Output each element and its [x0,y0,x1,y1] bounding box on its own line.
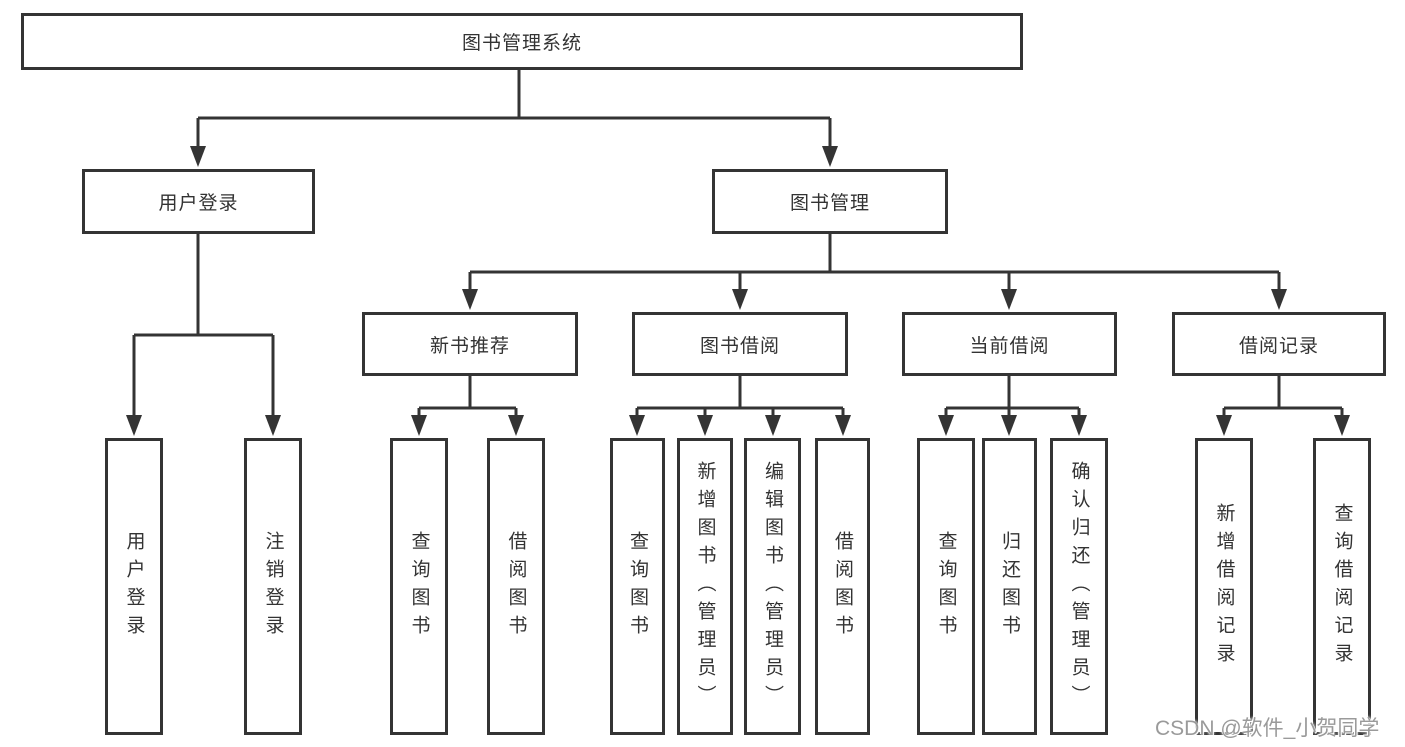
node-nbr-query-book: 查询图书 [390,438,448,735]
connector-user-login-group [126,233,281,436]
connector-root-to-level2 [190,70,838,167]
node-label: 用户登录 [158,193,239,214]
node-book-mgmt-group: 图书管理 [712,169,948,234]
node-label: 图书借阅 [699,335,780,357]
connector-borrow-record [1216,376,1350,436]
node-label: 借阅记录 [1238,335,1319,357]
csdn-watermark: CSDN @软件_小贺同学 [1155,717,1380,740]
node-current-borrow: 当前借阅 [902,312,1117,376]
node-nbr-borrow-book: 借阅图书 [487,438,545,735]
connector-new-book-rec [411,376,524,436]
node-new-book-recommend: 新书推荐 [362,312,578,376]
node-label: 新书推荐 [429,335,510,357]
node-cb-query-book: 查询图书 [917,438,975,735]
node-user-login-group: 用户登录 [82,169,315,234]
connector-book-mgmt-group [462,233,1287,310]
node-label: 图书管理系统 [461,33,582,54]
node-library-management-system: 图书管理系统 [21,13,1023,70]
node-borrow-record: 借阅记录 [1172,312,1386,376]
node-book-borrow: 图书借阅 [632,312,848,376]
node-user-login: 用户登录 [105,438,163,735]
node-label: 当前借阅 [969,335,1050,357]
node-logout-login: 注销登录 [244,438,302,735]
node-bb-edit-book-admin: 编辑图书（管理员） [744,438,801,735]
connector-book-borrow [629,376,851,436]
node-br-query-record: 查询借阅记录 [1313,438,1371,735]
node-label: 图书管理 [789,193,870,214]
node-cb-confirm-return-admin: 确认归还（管理员） [1050,438,1108,735]
node-br-add-record: 新增借阅记录 [1195,438,1253,735]
node-cb-return-book: 归还图书 [982,438,1037,735]
node-bb-borrow-book: 借阅图书 [815,438,870,735]
connector-current-borrow [938,376,1087,436]
node-bb-add-book-admin: 新增图书（管理员） [677,438,733,735]
node-bb-query-book: 查询图书 [610,438,665,735]
